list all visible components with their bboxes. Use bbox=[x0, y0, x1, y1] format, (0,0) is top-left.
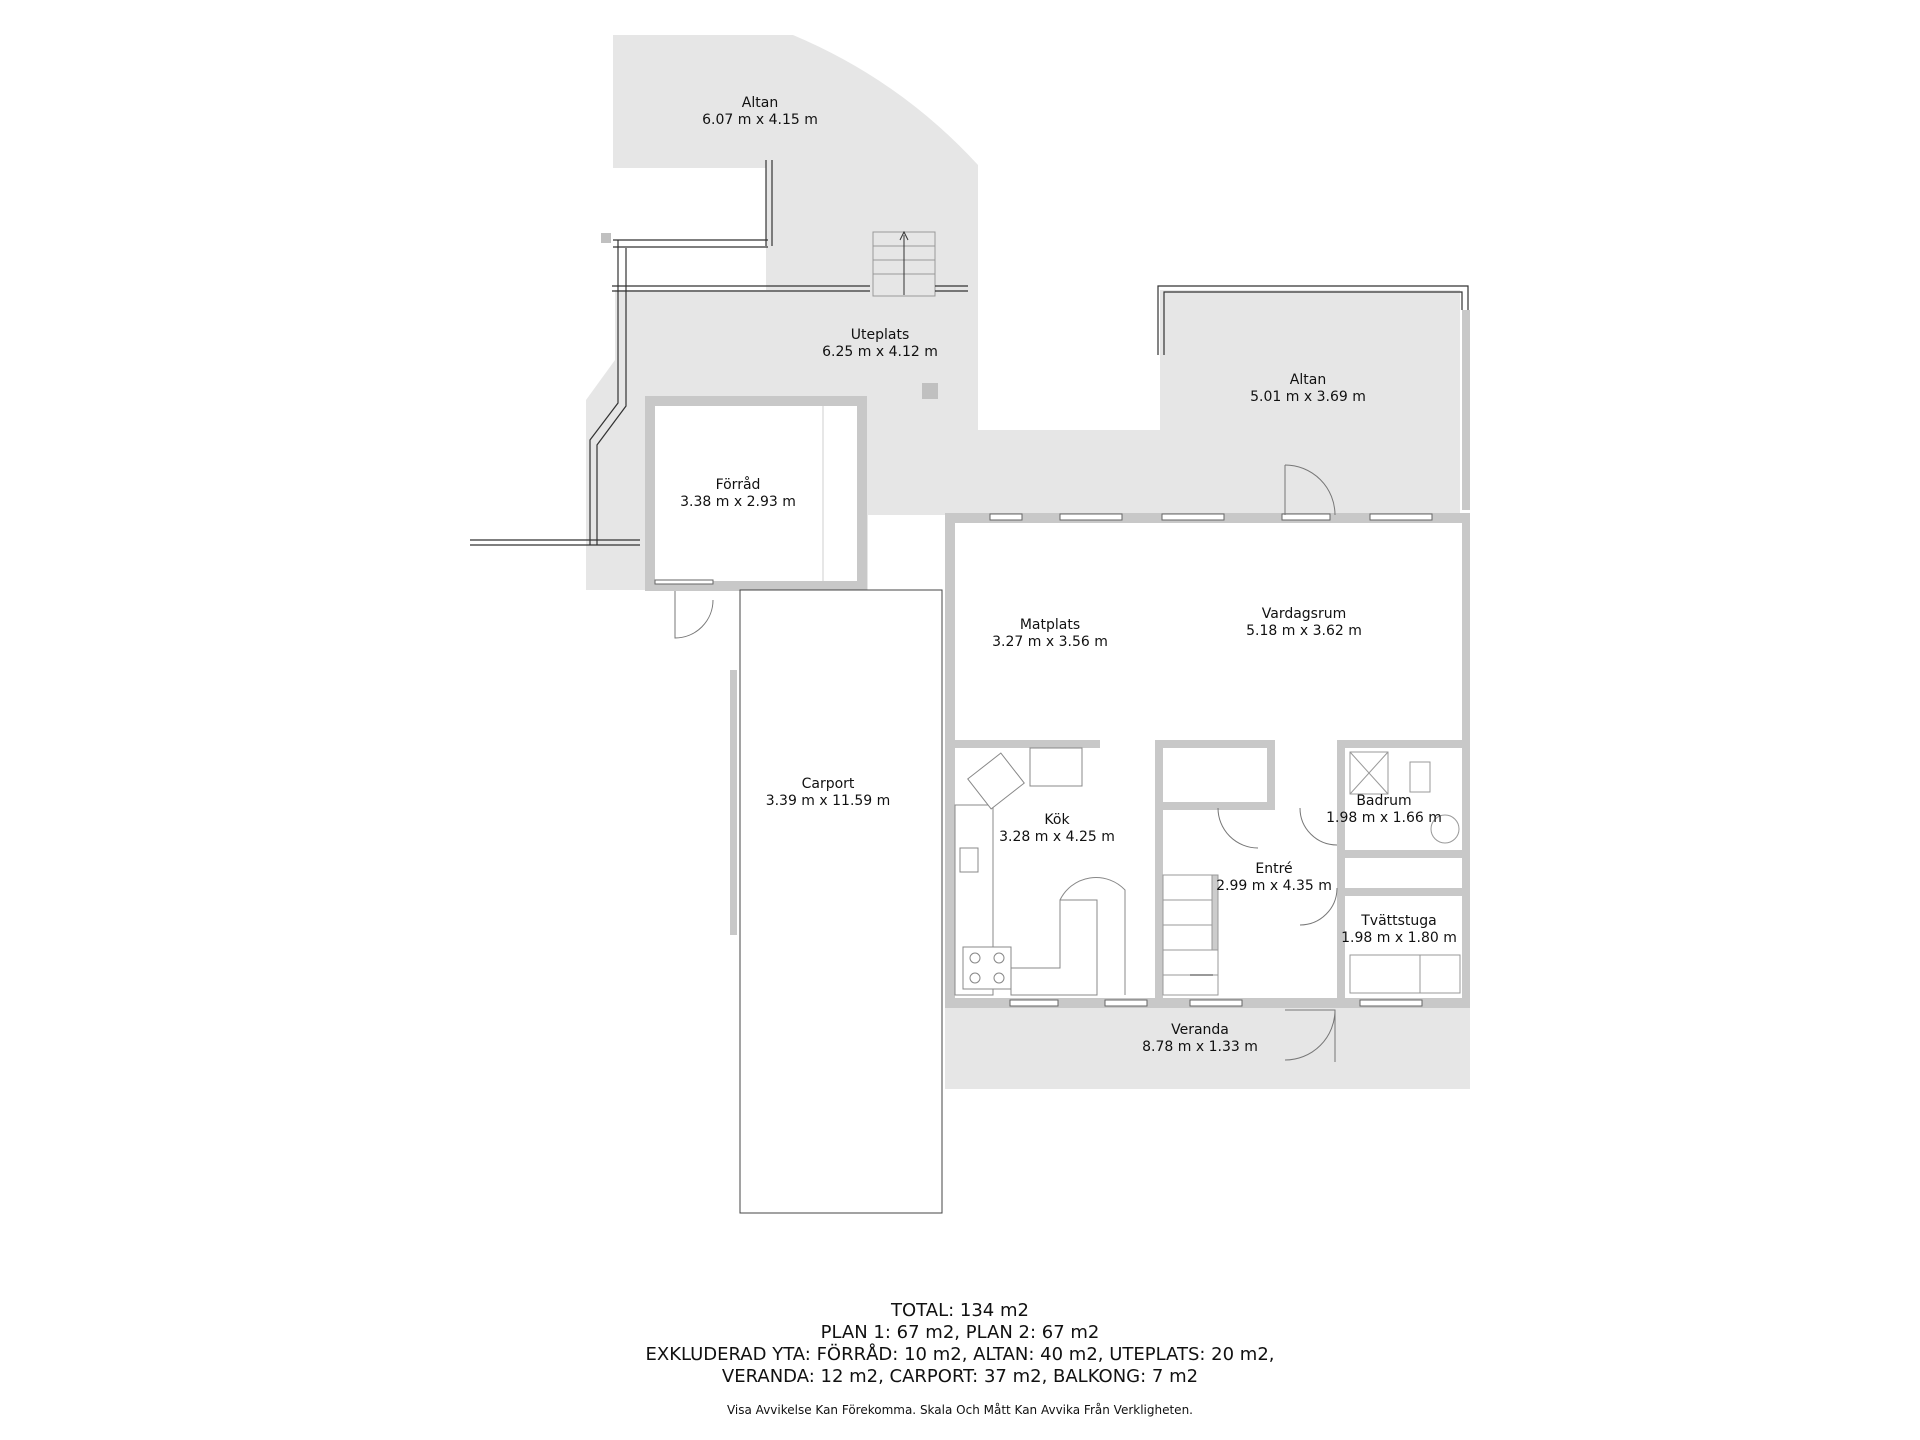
room-label-vardagsrum: Vardagsrum 5.18 m x 3.62 m bbox=[1246, 606, 1362, 640]
room-label-carport: Carport 3.39 m x 11.59 m bbox=[766, 776, 891, 810]
room-size: 3.27 m x 3.56 m bbox=[992, 634, 1108, 650]
summary-excluded-cont: VERANDA: 12 m2, CARPORT: 37 m2, BALKONG:… bbox=[721, 1366, 1199, 1387]
summary-total: TOTAL: 134 m2 bbox=[891, 1300, 1029, 1321]
room-name: Entré bbox=[1255, 861, 1293, 877]
disclaimer: Visa Avvikelse Kan Förekomma. Skala Och … bbox=[726, 1403, 1193, 1417]
room-name: Förråd bbox=[715, 477, 761, 493]
summary-plans: PLAN 1: 67 m2, PLAN 2: 67 m2 bbox=[820, 1322, 1100, 1343]
room-name: Carport bbox=[801, 776, 855, 792]
room-name: Kök bbox=[1044, 812, 1070, 828]
room-label-forrad: Förråd 3.38 m x 2.93 m bbox=[680, 477, 796, 511]
room-label-entre: Entré 2.99 m x 4.35 m bbox=[1216, 861, 1332, 895]
room-size: 6.25 m x 4.12 m bbox=[822, 344, 938, 360]
room-name: Vardagsrum bbox=[1261, 606, 1347, 622]
east-wall-strip bbox=[1462, 310, 1470, 510]
altan-east-area bbox=[1160, 290, 1460, 515]
stairs bbox=[872, 230, 1219, 996]
room-size: 3.28 m x 4.25 m bbox=[999, 829, 1115, 845]
room-size: 6.07 m x 4.15 m bbox=[702, 112, 818, 128]
carport-outline bbox=[730, 589, 943, 1214]
room-size: 3.39 m x 11.59 m bbox=[765, 793, 891, 809]
kitchen-fixtures bbox=[954, 747, 1126, 996]
doors bbox=[1217, 464, 1338, 1062]
room-name: Uteplats bbox=[850, 327, 910, 343]
summary-excluded: EXKLUDERAD YTA: FÖRRÅD: 10 m2, ALTAN: 40… bbox=[645, 1344, 1275, 1365]
veranda-area bbox=[945, 1006, 1470, 1089]
room-label-uteplats: Uteplats 6.25 m x 4.12 m bbox=[822, 327, 938, 361]
room-label-tvattstuga: Tvättstuga 1.98 m x 1.80 m bbox=[1341, 913, 1457, 947]
room-size: 1.98 m x 1.80 m bbox=[1341, 930, 1457, 946]
room-label-altan-east: Altan 5.01 m x 3.69 m bbox=[1250, 372, 1366, 406]
room-label-altan-north: Altan 6.07 m x 4.15 m bbox=[702, 95, 818, 129]
room-name: Altan bbox=[1289, 372, 1327, 388]
room-name: Tvättstuga bbox=[1361, 913, 1437, 929]
room-size: 5.18 m x 3.62 m bbox=[1246, 623, 1362, 639]
room-size: 3.38 m x 2.93 m bbox=[680, 494, 796, 510]
room-label-badrum: Badrum 1.98 m x 1.66 m bbox=[1326, 793, 1442, 827]
room-label-matplats: Matplats 3.27 m x 3.56 m bbox=[992, 617, 1108, 651]
room-size: 2.99 m x 4.35 m bbox=[1216, 878, 1332, 894]
room-name: Badrum bbox=[1356, 793, 1412, 809]
floor-plan bbox=[470, 35, 1470, 1214]
post-square-small bbox=[601, 233, 611, 243]
post-square bbox=[922, 383, 938, 399]
room-label-kok: Kök 3.28 m x 4.25 m bbox=[999, 812, 1115, 846]
exterior-lines bbox=[470, 160, 1469, 546]
area-summary: TOTAL: 134 m2 PLAN 1: 67 m2, PLAN 2: 67 … bbox=[0, 1300, 1920, 1388]
forrad-walls bbox=[645, 396, 867, 639]
room-name: Matplats bbox=[1019, 617, 1081, 633]
room-size: 5.01 m x 3.69 m bbox=[1250, 389, 1366, 405]
room-label-veranda: Veranda 8.78 m x 1.33 m bbox=[1142, 1022, 1258, 1056]
room-size: 1.98 m x 1.66 m bbox=[1326, 810, 1442, 826]
room-name: Altan bbox=[741, 95, 779, 111]
bathroom-fixtures bbox=[1349, 751, 1461, 994]
room-name: Veranda bbox=[1171, 1022, 1229, 1038]
room-size: 8.78 m x 1.33 m bbox=[1142, 1039, 1258, 1055]
